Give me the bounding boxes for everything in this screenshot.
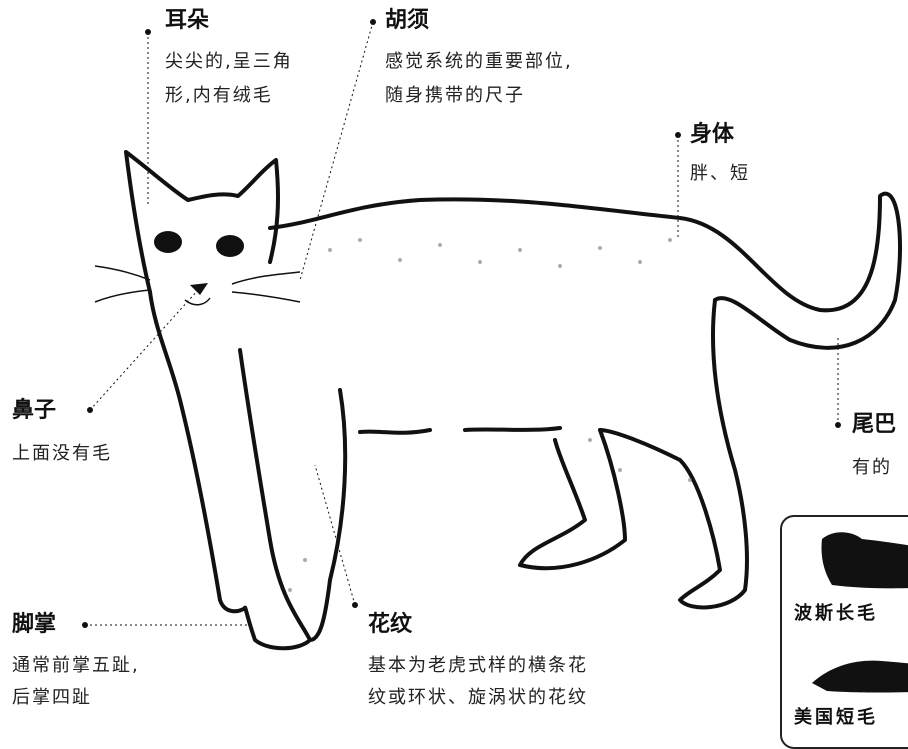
- breed-inset-panel: 波斯长毛 美国短毛: [780, 515, 908, 749]
- ears-title: 耳朵: [165, 8, 210, 33]
- cat-belly-outline: [598, 298, 749, 610]
- cat-belly-line: [358, 426, 562, 435]
- tail-desc-line-1: 有的: [852, 457, 892, 478]
- cat-front-leg-front: [308, 388, 348, 642]
- whiskers-desc-line-2: 随身携带的尺子: [385, 85, 525, 106]
- cat-back-leg-inner: [518, 428, 627, 571]
- cat-anatomy-diagram: 耳朵 尖尖的,呈三角 形,内有绒毛 胡须 感觉系统的重要部位, 随身携带的尺子 …: [12, 8, 908, 749]
- cat-chest-outline: [148, 290, 247, 614]
- cat-illustration: [82, 19, 902, 651]
- breed-label-2: 美国短毛: [794, 707, 878, 728]
- breed-label-1: 波斯长毛: [794, 603, 878, 624]
- paw-desc-line-2: 后掌四趾: [12, 687, 92, 708]
- cat-front-leg-back: [238, 348, 312, 651]
- cat-head-outline: [124, 150, 280, 294]
- paw-desc-line-1: 通常前掌五趾,: [12, 655, 140, 676]
- cat-back-outline: [268, 191, 902, 350]
- pattern-desc-line-2: 纹或环状、旋涡状的花纹: [368, 687, 588, 708]
- whiskers-title: 胡须: [385, 8, 430, 33]
- nose-desc-line-1: 上面没有毛: [12, 443, 112, 464]
- pattern-desc-line-1: 基本为老虎式样的横条花: [368, 655, 588, 676]
- shorthair-cat-silhouette: [812, 660, 908, 693]
- paw-title: 脚掌: [12, 612, 57, 637]
- pattern-title: 花纹: [368, 612, 413, 637]
- ears-desc-line-2: 形,内有绒毛: [165, 85, 273, 106]
- nose-title: 鼻子: [12, 398, 57, 423]
- body-desc-line-1: 胖、短: [690, 163, 750, 184]
- tail-title: 尾巴: [852, 412, 897, 437]
- whiskers-desc-line-1: 感觉系统的重要部位,: [385, 51, 573, 72]
- body-title: 身体: [690, 122, 735, 147]
- persian-cat-silhouette: [821, 532, 908, 589]
- ears-desc-line-1: 尖尖的,呈三角: [165, 51, 293, 72]
